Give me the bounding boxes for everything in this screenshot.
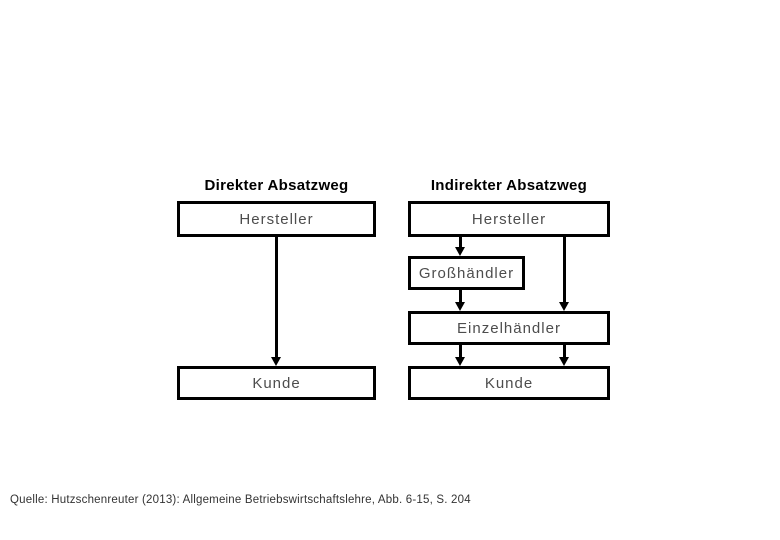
- arrow-line: [459, 345, 462, 357]
- box-indirect-einzelhaendler: Einzelhändler: [408, 311, 610, 345]
- box-indirect-kunde-label: Kunde: [484, 374, 534, 392]
- arrow-line: [459, 237, 462, 247]
- box-indirect-einzelhaendler-label: Einzelhändler: [457, 319, 561, 337]
- box-direct-kunde: Kunde: [177, 366, 376, 400]
- indirect-channel-title: Indirekter Absatzweg: [430, 177, 588, 194]
- box-direct-kunde-label: Kunde: [252, 374, 301, 392]
- box-indirect-grosshaendler-label: Großhändler: [418, 264, 515, 282]
- direct-channel-title: Direkter Absatzweg: [204, 177, 349, 194]
- arrowhead-down-icon: [455, 357, 465, 366]
- box-indirect-hersteller: Hersteller: [408, 201, 610, 237]
- arrowhead-down-icon: [558, 302, 569, 311]
- box-indirect-hersteller-label: Hersteller: [471, 210, 547, 228]
- box-direct-hersteller-label: Hersteller: [239, 210, 314, 228]
- arrowhead-down-icon: [455, 247, 465, 256]
- arrowhead-down-icon: [455, 302, 465, 311]
- arrow-line: [562, 237, 566, 302]
- arrowhead-down-icon: [558, 357, 569, 366]
- source-citation: Quelle: Hutzschenreuter (2013): Allgemei…: [10, 494, 471, 506]
- box-indirect-grosshaendler: Großhändler: [408, 256, 525, 290]
- arrow-line: [459, 290, 462, 302]
- arrow-line: [275, 237, 278, 357]
- arrow-line: [562, 345, 566, 357]
- box-direct-hersteller: Hersteller: [177, 201, 376, 237]
- box-indirect-kunde: Kunde: [408, 366, 610, 400]
- arrowhead-down-icon: [271, 357, 281, 366]
